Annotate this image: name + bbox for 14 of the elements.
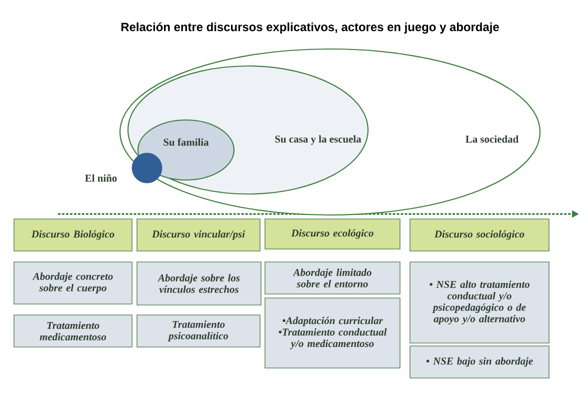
node-label: El niño bbox=[85, 174, 117, 182]
discourse-box: Discurso sociológico bbox=[410, 218, 550, 252]
approach-box: Tratamiento medicamentoso bbox=[14, 314, 132, 348]
approach-box: • NSE bajo sin abordaje bbox=[410, 346, 550, 378]
discourse-box: Discurso Biológico bbox=[14, 218, 132, 252]
approach-box: Abordaje limitado sobre el entorno bbox=[264, 262, 400, 294]
approach-box: Abordaje sobre los vínculos estrechos bbox=[136, 262, 262, 306]
discourse-box: Discurso ecológico bbox=[264, 218, 400, 250]
title: Relación entre discursos explicativos, actores en juego y abordaje bbox=[121, 22, 499, 34]
approach-box: Tratamiento psicoanalítico bbox=[136, 314, 260, 348]
discourse-box: Discurso vincular/psi bbox=[136, 218, 260, 252]
approach-box: • NSE alto tratamiento conductual y/o psicopedagógico o de apoyo y/o alternativo bbox=[410, 262, 550, 344]
approach-box: •Adaptación curricular •Tratamiento conductual y/o medicamentoso bbox=[264, 298, 400, 368]
approach-box: Abordaje concreto sobre el cuerpo bbox=[14, 262, 132, 304]
